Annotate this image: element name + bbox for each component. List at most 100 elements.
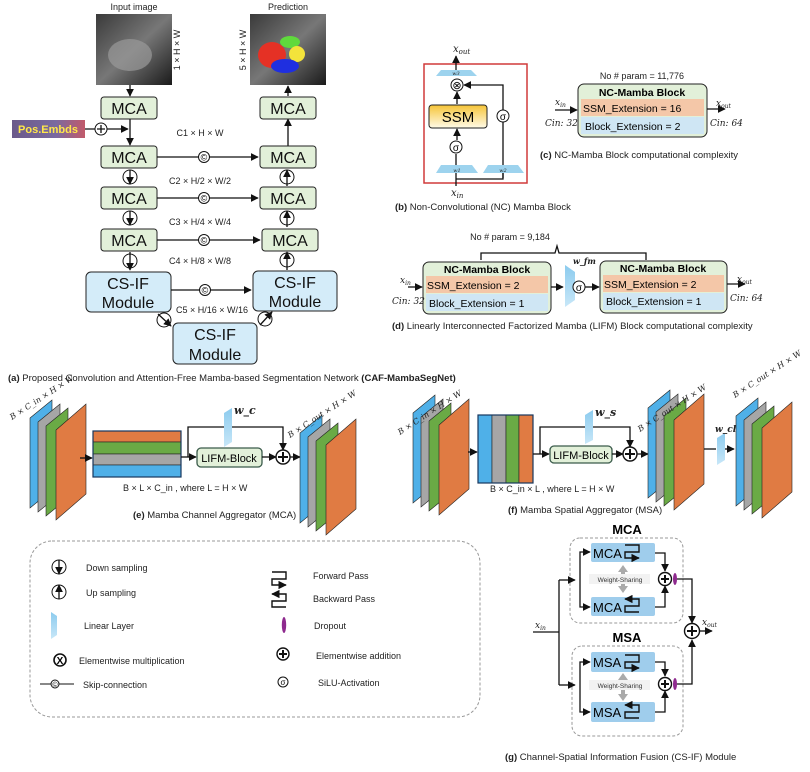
- dropout-icon: [673, 678, 677, 690]
- svg-text:w_s: w_s: [595, 406, 616, 420]
- msa-forward: MSA: [591, 652, 655, 672]
- svg-text:w_c: w_c: [234, 404, 256, 418]
- param-count: No # param = 11,776: [600, 71, 684, 81]
- linear-ws-icon: [585, 410, 593, 444]
- svg-text:Cin: 32: Cin: 32: [392, 297, 425, 307]
- csif-bottleneck: CS-IF Module: [172, 322, 258, 365]
- nc-mamba-block-1: NC-Mamba Block SSM_Extension = 2 Block_E…: [422, 261, 552, 315]
- svg-text:MCA: MCA: [270, 191, 306, 208]
- linear-wc-icon: [224, 408, 232, 447]
- svg-text:Module: Module: [102, 295, 155, 312]
- panel-c: No # param = 11,776 NC-Mamba Block SSM_E…: [540, 71, 743, 161]
- legend-elementwise-multiplication: Elementwise multiplication: [79, 656, 185, 666]
- add-icon: [683, 622, 701, 640]
- token-matrix: [477, 414, 534, 484]
- input-image-label: Input image: [110, 2, 157, 12]
- token-matrix: [92, 430, 182, 478]
- add-icon: [622, 446, 638, 462]
- svg-text:MSA: MSA: [593, 655, 622, 670]
- legend-silu-activation: SiLU-Activation: [318, 678, 380, 688]
- caption-a: (a) Proposed Convolution and Attention-F…: [8, 373, 456, 384]
- linear-w1-icon: w1: [436, 165, 478, 174]
- legend-linear-layer: Linear Layer: [84, 621, 134, 631]
- nc-mamba-block-2: NC-Mamba Block SSM_Extension = 2 Block_E…: [599, 260, 728, 314]
- legend-dropout: Dropout: [314, 621, 347, 631]
- up-sampling-icon: [51, 584, 67, 600]
- svg-text:NC-Mamba Block: NC-Mamba Block: [620, 263, 707, 275]
- svg-text:CS-IF: CS-IF: [107, 276, 149, 293]
- down-sampling-icons: [122, 169, 172, 328]
- svg-text:xin: xin: [555, 98, 566, 109]
- add-icon: [275, 449, 291, 465]
- mca-encoder-0: MCA: [100, 96, 158, 120]
- legend-forward-pass: Forward Pass: [313, 571, 369, 581]
- silu-icon: σ: [277, 676, 289, 688]
- panel-e: B × C_in × H × W B × L × C_in , where L …: [7, 373, 359, 536]
- svg-text:LIFM-Block: LIFM-Block: [201, 453, 257, 465]
- legend-skip-connection: Skip-connection: [83, 680, 147, 690]
- svg-text:SSM_Extension = 2: SSM_Extension = 2: [427, 280, 520, 292]
- prediction-dim: 5 × H × W: [238, 29, 248, 70]
- skip-label-1: C1 × H × W: [176, 128, 224, 138]
- linear-w3-icon: w3: [436, 70, 477, 77]
- svg-text:B × L × C_in , where L =: B × L × C_in , where L = H × W: [123, 483, 248, 493]
- legend-down-sampling: Down sampling: [86, 563, 148, 573]
- param-count: No # param = 9,184: [470, 232, 550, 242]
- add-icon: [276, 647, 290, 661]
- svg-text:Cin: 32: Cin: 32: [545, 119, 578, 129]
- svg-text:©: ©: [201, 153, 208, 163]
- svg-text:CS-IF: CS-IF: [194, 327, 236, 344]
- pos-embeds: Pos.Embds: [12, 120, 85, 138]
- add-icon: [657, 571, 673, 587]
- legend-backward-pass: Backward Pass: [313, 594, 376, 604]
- dropout-icon: [281, 617, 287, 633]
- svg-text:Cin: 64: Cin: 64: [730, 294, 763, 304]
- mca-decoder-1: MCA: [259, 145, 317, 169]
- output-feature-stack: [299, 414, 357, 536]
- svg-text:MCA: MCA: [272, 233, 308, 250]
- svg-text:σ: σ: [576, 283, 583, 294]
- svg-text:Module: Module: [189, 347, 242, 364]
- svg-text:Block_Extension = 2: Block_Extension = 2: [585, 121, 681, 133]
- ssm-extension-row: [581, 99, 704, 116]
- skip-label-4: C4 × H/8 × W/8: [169, 256, 231, 266]
- svg-text:w2: w2: [499, 168, 506, 174]
- skip-label-5: C5 × H/16 × W/16: [176, 305, 248, 315]
- mca-decoder-0: MCA: [259, 96, 317, 120]
- linear-wcl-icon: [717, 433, 725, 465]
- panel-f: B × C_in × H × W B × C_in × L , where L …: [395, 348, 804, 519]
- mca-encoder-3: MCA: [100, 228, 158, 252]
- svg-text:B × C_out × H × W: B × C_out × H × W: [730, 348, 803, 400]
- panel-g: MCA MSA xin MCA MCA Weight-Sharing MSA M…: [505, 522, 736, 763]
- mca-encoder-1: MCA: [100, 145, 158, 169]
- legend-up-sampling: Up sampling: [86, 588, 136, 598]
- svg-text:SSM_Extension = 2: SSM_Extension = 2: [604, 279, 697, 291]
- svg-text:σ: σ: [453, 143, 460, 154]
- svg-text:Block_Extension = 1: Block_Extension = 1: [429, 298, 525, 310]
- x-in-label: xin: [451, 188, 464, 200]
- brace: [480, 243, 647, 260]
- lifm-block: LIFM-Block: [196, 447, 263, 468]
- skip-connections: © © © © C1 × H × W C2 × H/2 × W/2 C3 × H…: [157, 128, 261, 315]
- panel-a: Input image Prediction 1 × H × W 5 × H ×…: [8, 2, 456, 384]
- input-dim: 1 × H × W: [172, 29, 182, 70]
- lifm-block: LIFM-Block: [549, 445, 613, 464]
- svg-text:MCA: MCA: [593, 600, 622, 615]
- svg-text:⊗: ⊗: [452, 80, 461, 92]
- svg-text:SSM_Extension = 16: SSM_Extension = 16: [583, 103, 682, 115]
- ssm-block: SSM: [428, 104, 488, 129]
- svg-text:MCA: MCA: [111, 150, 147, 167]
- svg-text:MSA: MSA: [593, 705, 622, 720]
- svg-text:MCA: MCA: [111, 233, 147, 250]
- backward-pass-icon: [272, 594, 286, 607]
- input-feature-stack: [29, 399, 87, 521]
- svg-text:MCA: MCA: [270, 150, 306, 167]
- panel-b: xout w3 ⊗ SSM σ σ w1 w2 xin (b) Non-Conv…: [395, 44, 571, 213]
- silu-icon: σ: [449, 140, 463, 154]
- svg-text:Module: Module: [269, 294, 322, 311]
- mca-decoder-2: MCA: [259, 186, 317, 210]
- caption-e: (e) Mamba Channel Aggregator (MCA): [133, 510, 296, 521]
- svg-text:σ: σ: [500, 112, 507, 123]
- mca-title: MCA: [612, 522, 642, 537]
